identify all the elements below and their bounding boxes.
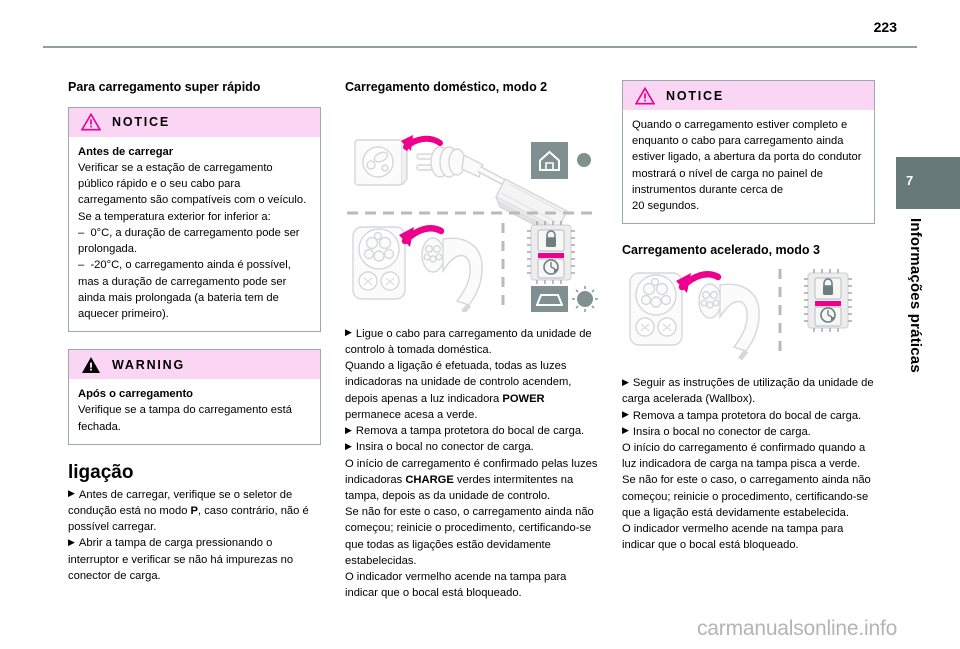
chapter-title-text: Informações práticas	[907, 218, 924, 373]
bullet-arrow-icon: ▶	[68, 488, 75, 499]
subsection-heading-ligacao: ligação	[68, 461, 134, 483]
header-divider	[43, 46, 917, 48]
clock-icon	[820, 307, 836, 323]
mode-2-instructions: ▶Ligue o cabo para carregamento da unida…	[345, 326, 598, 602]
warning-triangle-outline-icon	[81, 113, 101, 131]
watermark: carmanualsonline.info	[697, 617, 898, 640]
list-item: ▶Seguir as instruções de utilização da u…	[622, 376, 874, 406]
list-item: ▶Ligue o cabo para carregamento da unida…	[345, 327, 592, 356]
instrument-cluster-icon	[527, 220, 575, 284]
mode-2-illustration	[345, 107, 598, 317]
paragraph: O indicador vermelho acende na tampa par…	[622, 523, 844, 552]
chapter-title: Informações práticas	[896, 218, 960, 378]
bullet-arrow-icon: ▶	[345, 424, 352, 435]
insert-arrow-icon	[399, 224, 445, 247]
notice-body: Antes de carregar Verificar se a estação…	[69, 137, 320, 332]
paragraph: O início de carregamento é confirmado pe…	[345, 457, 598, 502]
clock-icon	[543, 258, 559, 275]
column-middle: Carregamento doméstico, modo 2	[345, 80, 598, 602]
paragraph: Quando a ligação é efetuada, todas as lu…	[345, 360, 572, 421]
lock-icon	[823, 278, 833, 296]
house-icon	[531, 141, 568, 179]
notice-box-2: NOTICE Quando o carregamento estiver com…	[622, 80, 875, 225]
page-number: 223	[873, 19, 897, 35]
notice-text: Verificar se a estação de carregamento p…	[78, 161, 307, 320]
notice-label: NOTICE	[112, 115, 171, 130]
ligacao-steps: ▶Antes de carregar, verifique se o selet…	[68, 487, 321, 584]
notice-box-1: NOTICE Antes de carregar Verificar se a …	[68, 106, 321, 333]
warning-triangle-outline-icon	[635, 86, 655, 104]
indicator-dot-icon	[577, 152, 591, 167]
mode-3-instructions: ▶Seguir as instruções de utilização da u…	[622, 375, 875, 554]
lock-icon	[546, 229, 556, 247]
paragraph: Se não for este o caso, o carregamento a…	[622, 474, 871, 519]
section-title-mode-3: Carregamento acelerado, modo 3	[622, 243, 820, 258]
bullet-arrow-icon: ▶	[622, 425, 629, 436]
tick-marks	[527, 220, 575, 284]
bullet-arrow-icon: ▶	[68, 536, 75, 547]
warning-heading: Após o carregamento	[78, 388, 194, 401]
mode-3-illustration	[622, 265, 875, 366]
insert-arrow-icon	[401, 134, 443, 152]
notice-header: NOTICE	[623, 81, 874, 110]
notice-heading: Antes de carregar	[78, 145, 174, 158]
notice-header: NOTICE	[69, 107, 320, 137]
list-item: ▶Abrir a tampa de carga pressionando o i…	[68, 536, 294, 582]
bullet-arrow-icon: ▶	[345, 327, 352, 338]
tick-marks	[804, 269, 852, 333]
insert-arrow-icon	[676, 271, 722, 294]
warning-header: WARNING	[69, 350, 320, 380]
bullet-arrow-icon: ▶	[345, 440, 352, 451]
bullet-arrow-icon: ▶	[622, 376, 629, 387]
warning-text: Verifique se a tampa do carregamento est…	[78, 404, 292, 433]
chapter-sidebar: 7 Informações práticas	[896, 48, 960, 649]
warning-triangle-solid-icon	[82, 356, 100, 373]
charging-indicator-icon	[572, 285, 598, 312]
notice-text: Quando o carregamento estiver completo e…	[632, 119, 862, 213]
paragraph: O início do carregamento é confirmado qu…	[622, 441, 866, 471]
paragraph: O indicador vermelho acende na tampa par…	[345, 571, 567, 600]
notice-body: Quando o carregamento estiver completo e…	[623, 110, 874, 223]
list-item: ▶Remova a tampa protetora do bocal de ca…	[345, 424, 585, 438]
column-left: Para carregamento super rápido NOTICE An…	[68, 80, 321, 584]
paragraph: Se não for este o caso, o carregamento a…	[345, 506, 594, 567]
list-item: ▶Insira o bocal no conector de carga.	[345, 440, 534, 454]
list-item: ▶Insira o bocal no conector de carga.	[622, 425, 811, 438]
section-title-mode-2: Carregamento doméstico, modo 2	[345, 80, 548, 94]
warning-box-1: WARNING Após o carregamento Verifique se…	[68, 349, 321, 445]
chapter-tab-number: 7	[906, 173, 914, 188]
chapter-tab: 7	[896, 157, 960, 209]
mode-3-accelerated-charging-connector-diagram	[629, 269, 852, 361]
list-item: ▶Antes de carregar, verifique se o selet…	[68, 488, 309, 534]
warning-label: WARNING	[112, 357, 186, 372]
power-label: POWER	[502, 392, 545, 405]
notice-label: NOTICE	[666, 88, 725, 103]
charge-label: CHARGE	[405, 473, 454, 486]
list-item: ▶Remova a tampa protetora do bocal de ca…	[622, 409, 862, 422]
instrument-cluster-icon	[804, 269, 852, 333]
page-title: Para carregamento super rápido	[68, 80, 261, 94]
car-icon	[531, 285, 568, 312]
bullet-arrow-icon: ▶	[622, 409, 629, 419]
warning-body: Após o carregamento Verifique se a tampa…	[69, 379, 320, 444]
mode-2-domestic-socket-and-control-unit-diagram	[347, 134, 598, 314]
column-right: NOTICE Quando o carregamento estiver com…	[622, 80, 875, 554]
